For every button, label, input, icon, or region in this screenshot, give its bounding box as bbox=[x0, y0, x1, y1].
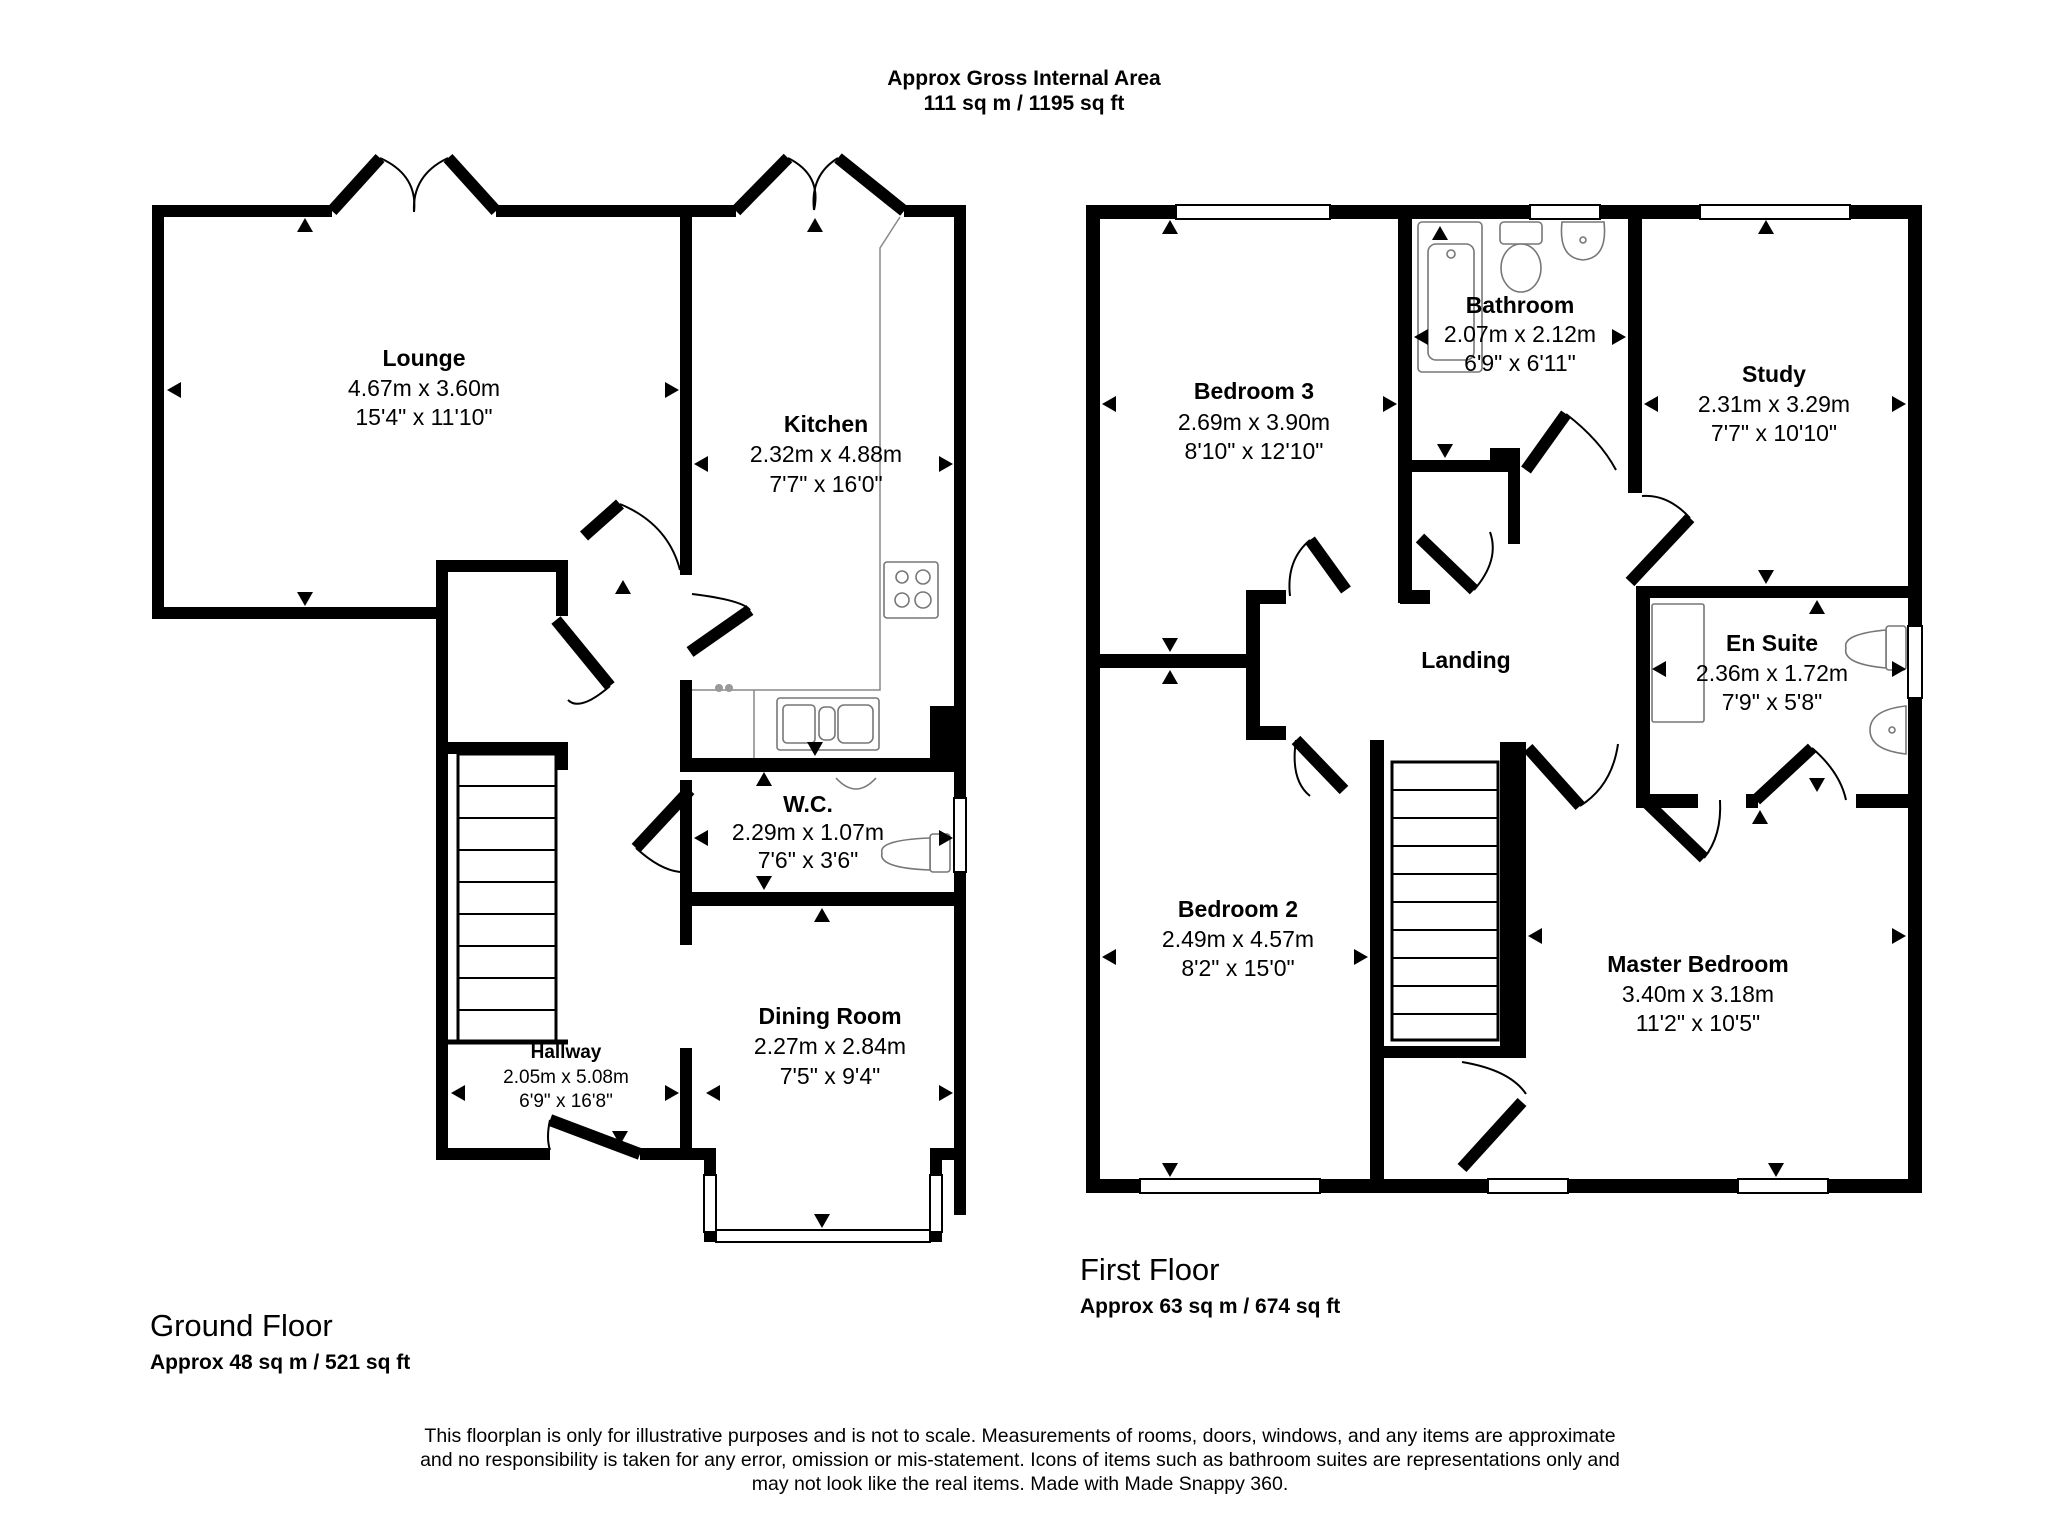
room-imperial: 6'9" x 16'8" bbox=[519, 1091, 613, 1112]
wc-walls bbox=[631, 785, 967, 906]
room-name: Lounge bbox=[382, 345, 465, 371]
ground-floor-title: Ground Floor bbox=[150, 1308, 333, 1343]
hallway-doors bbox=[547, 499, 754, 1160]
first-floor-area: Approx 63 sq m / 674 sq ft bbox=[1080, 1295, 1341, 1318]
first-floor-internal-walls bbox=[1100, 205, 1922, 1193]
room-metric: 2.31m x 3.29m bbox=[1698, 391, 1850, 417]
room-name: Bedroom 2 bbox=[1178, 896, 1298, 922]
room-metric: 2.05m x 5.08m bbox=[503, 1067, 629, 1088]
lounge-french-doors bbox=[327, 153, 501, 216]
room-label-wc: W.C. 2.29m x 1.07m 7'6" x 3'6" bbox=[732, 791, 884, 873]
room-imperial: 7'6" x 3'6" bbox=[758, 847, 859, 873]
first-measure-arrows bbox=[1102, 220, 1906, 1177]
wc-toilet-icon bbox=[835, 777, 951, 873]
gross-area-title: Approx Gross Internal Area bbox=[887, 67, 1161, 90]
disclaimer-line-3: may not look like the real items. Made w… bbox=[751, 1473, 1289, 1495]
room-name: Kitchen bbox=[784, 411, 868, 437]
ground-floor-caption: Ground Floor Approx 48 sq m / 521 sq ft bbox=[150, 1308, 410, 1376]
room-metric: 2.36m x 1.72m bbox=[1696, 660, 1848, 686]
kitchen-walls bbox=[680, 205, 966, 1215]
room-label-landing: Landing bbox=[1421, 647, 1510, 673]
room-name: Hallway bbox=[531, 1042, 602, 1063]
room-metric: 2.29m x 1.07m bbox=[732, 819, 884, 845]
room-name: Bathroom bbox=[1466, 292, 1575, 318]
room-name: Landing bbox=[1421, 647, 1510, 673]
room-imperial: 7'9" x 5'8" bbox=[1722, 689, 1823, 715]
room-metric: 2.07m x 2.12m bbox=[1444, 321, 1596, 347]
bathroom-toilet-icon bbox=[1499, 221, 1543, 293]
room-name: En Suite bbox=[1726, 630, 1818, 656]
disclaimer-line-1: This floorplan is only for illustrative … bbox=[424, 1425, 1616, 1447]
shower-tray-icon bbox=[1651, 603, 1705, 723]
room-imperial: 11'2" x 10'5" bbox=[1636, 1010, 1760, 1036]
bath-icon bbox=[1417, 221, 1483, 373]
ground-floor-area: Approx 48 sq m / 521 sq ft bbox=[150, 1351, 411, 1374]
first-floor-plan bbox=[1086, 204, 1923, 1194]
first-floor-doors bbox=[1288, 410, 1847, 1173]
room-metric: 3.40m x 3.18m bbox=[1622, 981, 1774, 1007]
room-name: Master Bedroom bbox=[1607, 951, 1788, 977]
room-label-bedroom-2: Bedroom 2 2.49m x 4.57m 8'2" x 15'0" bbox=[1162, 896, 1314, 981]
first-floor-windows bbox=[1139, 204, 1923, 1194]
bathroom-basin-icon bbox=[1560, 221, 1606, 261]
room-imperial: 8'10" x 12'10" bbox=[1185, 438, 1324, 464]
room-label-study: Study 2.31m x 3.29m 7'7" x 10'10" bbox=[1698, 361, 1850, 446]
first-floor-title: First Floor bbox=[1080, 1252, 1220, 1287]
hallway-walls bbox=[436, 560, 710, 1160]
room-imperial: 7'7" x 16'0" bbox=[769, 471, 882, 497]
ensuite-basin-icon bbox=[1869, 705, 1907, 755]
sink-icon bbox=[776, 697, 880, 751]
room-metric: 2.32m x 4.88m bbox=[750, 441, 902, 467]
room-label-dining-room: Dining Room 2.27m x 2.84m 7'5" x 9'4" bbox=[754, 1003, 906, 1089]
ground-stairs bbox=[448, 752, 568, 1045]
room-metric: 4.67m x 3.60m bbox=[348, 375, 500, 401]
lounge-walls bbox=[152, 205, 736, 619]
room-label-bathroom: Bathroom 2.07m x 2.12m 6'9" x 6'11" bbox=[1444, 292, 1596, 376]
kitchen-french-doors bbox=[731, 153, 908, 216]
room-label-master-bedroom: Master Bedroom 3.40m x 3.18m 11'2" x 10'… bbox=[1607, 951, 1788, 1036]
gross-area-value: 111 sq m / 1195 sq ft bbox=[923, 92, 1125, 115]
room-label-en-suite: En Suite 2.36m x 1.72m 7'9" x 5'8" bbox=[1696, 630, 1848, 715]
disclaimer-line-2: and no responsibility is taken for any e… bbox=[420, 1449, 1620, 1471]
room-name: Dining Room bbox=[758, 1003, 901, 1029]
gross-area-header: Approx Gross Internal Area 111 sq m / 11… bbox=[0, 66, 2048, 116]
room-metric: 2.69m x 3.90m bbox=[1178, 409, 1330, 435]
ground-floor-plan bbox=[152, 153, 967, 1243]
first-floor-caption: First Floor Approx 63 sq m / 674 sq ft bbox=[1080, 1252, 1340, 1320]
room-label-bedroom-3: Bedroom 3 2.69m x 3.90m 8'10" x 12'10" bbox=[1178, 378, 1330, 464]
room-label-kitchen: Kitchen 2.32m x 4.88m 7'7" x 16'0" bbox=[750, 411, 902, 497]
room-label-lounge: Lounge 4.67m x 3.60m 15'4" x 11'10" bbox=[348, 345, 500, 430]
dining-walls bbox=[692, 1148, 966, 1243]
room-imperial: 15'4" x 11'10" bbox=[355, 404, 492, 430]
room-imperial: 7'7" x 10'10" bbox=[1711, 420, 1837, 446]
ensuite-toilet-icon bbox=[1844, 625, 1907, 671]
disclaimer: This floorplan is only for illustrative … bbox=[360, 1424, 1680, 1496]
room-metric: 2.27m x 2.84m bbox=[754, 1033, 906, 1059]
room-name: Bedroom 3 bbox=[1194, 378, 1314, 404]
first-floor-stairs bbox=[1390, 760, 1500, 1042]
ground-measure-arrows bbox=[167, 218, 953, 1228]
room-imperial: 8'2" x 15'0" bbox=[1181, 955, 1294, 981]
room-imperial: 7'5" x 9'4" bbox=[780, 1063, 881, 1089]
kitchen-counter bbox=[692, 216, 901, 758]
room-name: Study bbox=[1742, 361, 1806, 387]
room-imperial: 6'9" x 6'11" bbox=[1464, 350, 1576, 376]
room-label-hallway: Hallway 2.05m x 5.08m 6'9" x 16'8" bbox=[503, 1042, 629, 1112]
room-name: W.C. bbox=[783, 791, 833, 817]
room-metric: 2.49m x 4.57m bbox=[1162, 926, 1314, 952]
hob-icon bbox=[883, 561, 939, 619]
